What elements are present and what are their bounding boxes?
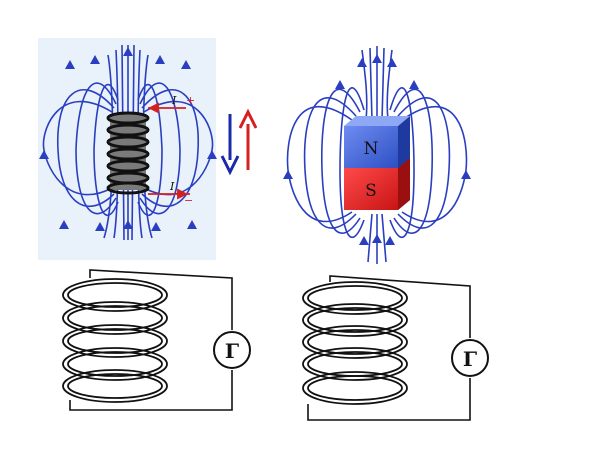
magnet-north-pole [344,126,398,168]
plus-sign: + [186,94,195,107]
circuit-wire-right [307,275,471,421]
circuit-wire-left [69,269,233,411]
motion-arrows [220,108,258,176]
coil-circuit-right: Γ [302,275,489,421]
north-label: N [364,139,379,159]
down-arrow [220,114,240,176]
current-leads [147,102,190,200]
bar-magnet-panel: N S [283,46,471,264]
coil-right [302,281,408,405]
current-top-label: I [171,94,177,107]
minus-sign: − [184,194,193,207]
coil-circuit-left: Γ [62,269,251,411]
galvanometer-right-label: Γ [463,347,477,371]
magnet-south-pole [344,168,398,210]
galvanometer-right: Γ [451,339,489,377]
current-bottom-label: I [169,180,175,193]
galvanometer-left-label: Γ [225,339,239,363]
solenoid-field-arrows [39,47,217,231]
magnet-field-lines [286,46,468,264]
bar-magnet: N S [344,116,410,210]
south-label: S [365,181,377,201]
magnet-field-arrows [283,54,471,245]
coil-left [62,278,168,403]
galvanometer-left: Γ [213,331,251,369]
solenoid-field-panel: I + I − [38,38,217,260]
up-arrow [238,108,258,170]
solenoid-coil [106,111,150,195]
